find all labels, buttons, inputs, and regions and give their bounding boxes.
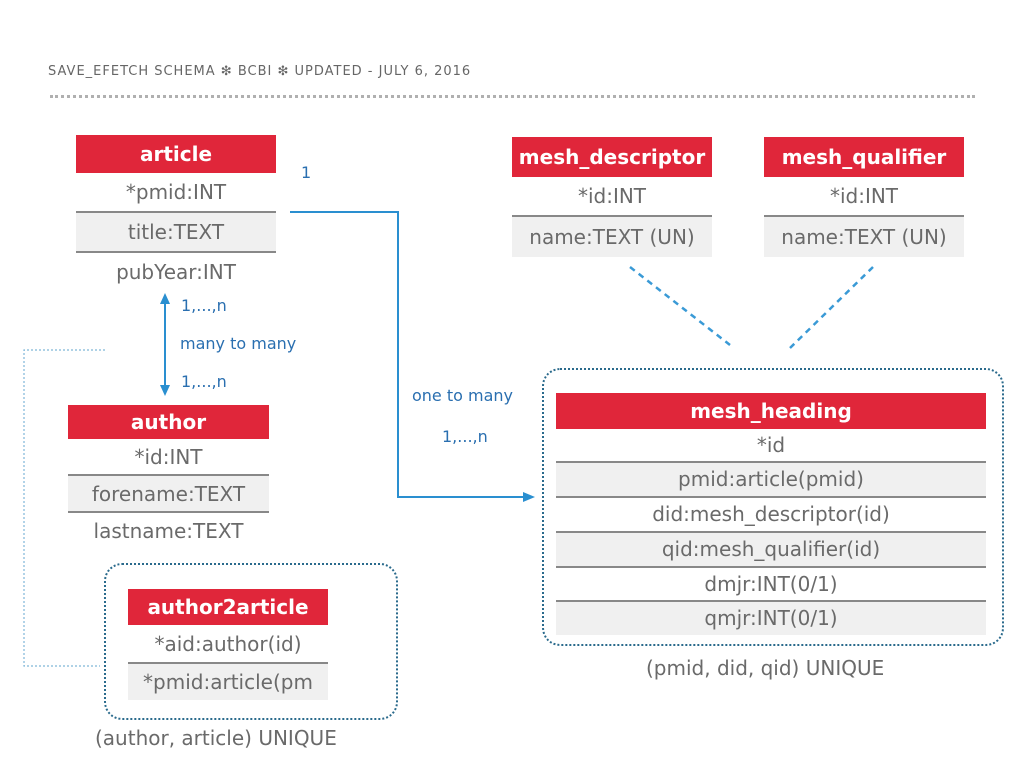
field-row: *aid:author(id)	[154, 632, 302, 656]
unique-constraint-note: (author, article) UNIQUE	[95, 726, 337, 750]
field-row: *id	[756, 433, 786, 457]
field-row: *id:INT	[134, 445, 203, 469]
field-row: *id:INT	[577, 184, 647, 208]
field-row: qid:mesh_qualifier(id)	[556, 531, 986, 566]
table-header-article: article	[76, 135, 276, 173]
field-row: title:TEXT	[76, 211, 276, 251]
field-row: pmid:article(pmid)	[556, 461, 986, 496]
many-to-many-arrow	[160, 293, 170, 396]
relationship-label: one to many	[412, 386, 514, 405]
field-row: *pmid:article(pm	[128, 662, 328, 700]
table-header-mesh-descriptor: mesh_descriptor	[512, 137, 712, 177]
field-row: forename:TEXT	[68, 474, 269, 512]
unique-constraint-note: (pmid, did, qid) UNIQUE	[646, 656, 885, 680]
field-row: dmjr:INT(0/1)	[556, 566, 986, 600]
mesh-heading-box	[542, 368, 1004, 646]
author2article-box	[104, 563, 398, 720]
field-row: name:TEXT (UN)	[512, 215, 712, 257]
field-row: did:mesh_descriptor(id)	[556, 496, 986, 531]
table-header-author: author	[68, 405, 269, 439]
field-row: name:TEXT (UN)	[764, 215, 964, 257]
diagram-title: SAVE_EFETCH SCHEMA ❇ BCBI ❇ UPDATED - JU…	[48, 64, 472, 79]
cardinality-label: 1,...,n	[442, 427, 488, 446]
table-header-mesh-qualifier: mesh_qualifier	[764, 137, 964, 177]
field-row: lastname:TEXT	[68, 511, 269, 549]
field-row: qmjr:INT(0/1)	[556, 600, 986, 635]
relationship-label: many to many	[180, 334, 297, 353]
cardinality-label: 1,...,n	[181, 296, 227, 315]
table-header-author2article: author2article	[128, 589, 328, 625]
table-header-mesh-heading: mesh_heading	[556, 393, 986, 429]
qualifier-dashed-link	[789, 266, 874, 349]
field-row: *id:INT	[829, 184, 899, 208]
field-row: pubYear:INT	[76, 251, 276, 291]
descriptor-dashed-link	[629, 266, 731, 346]
author2article-link	[23, 349, 105, 667]
field-row: *pmid:INT	[125, 180, 227, 204]
cardinality-label: 1,...,n	[181, 372, 227, 391]
one-to-many-connector	[290, 211, 535, 502]
title-divider	[50, 95, 975, 98]
cardinality-label: 1	[301, 163, 312, 182]
